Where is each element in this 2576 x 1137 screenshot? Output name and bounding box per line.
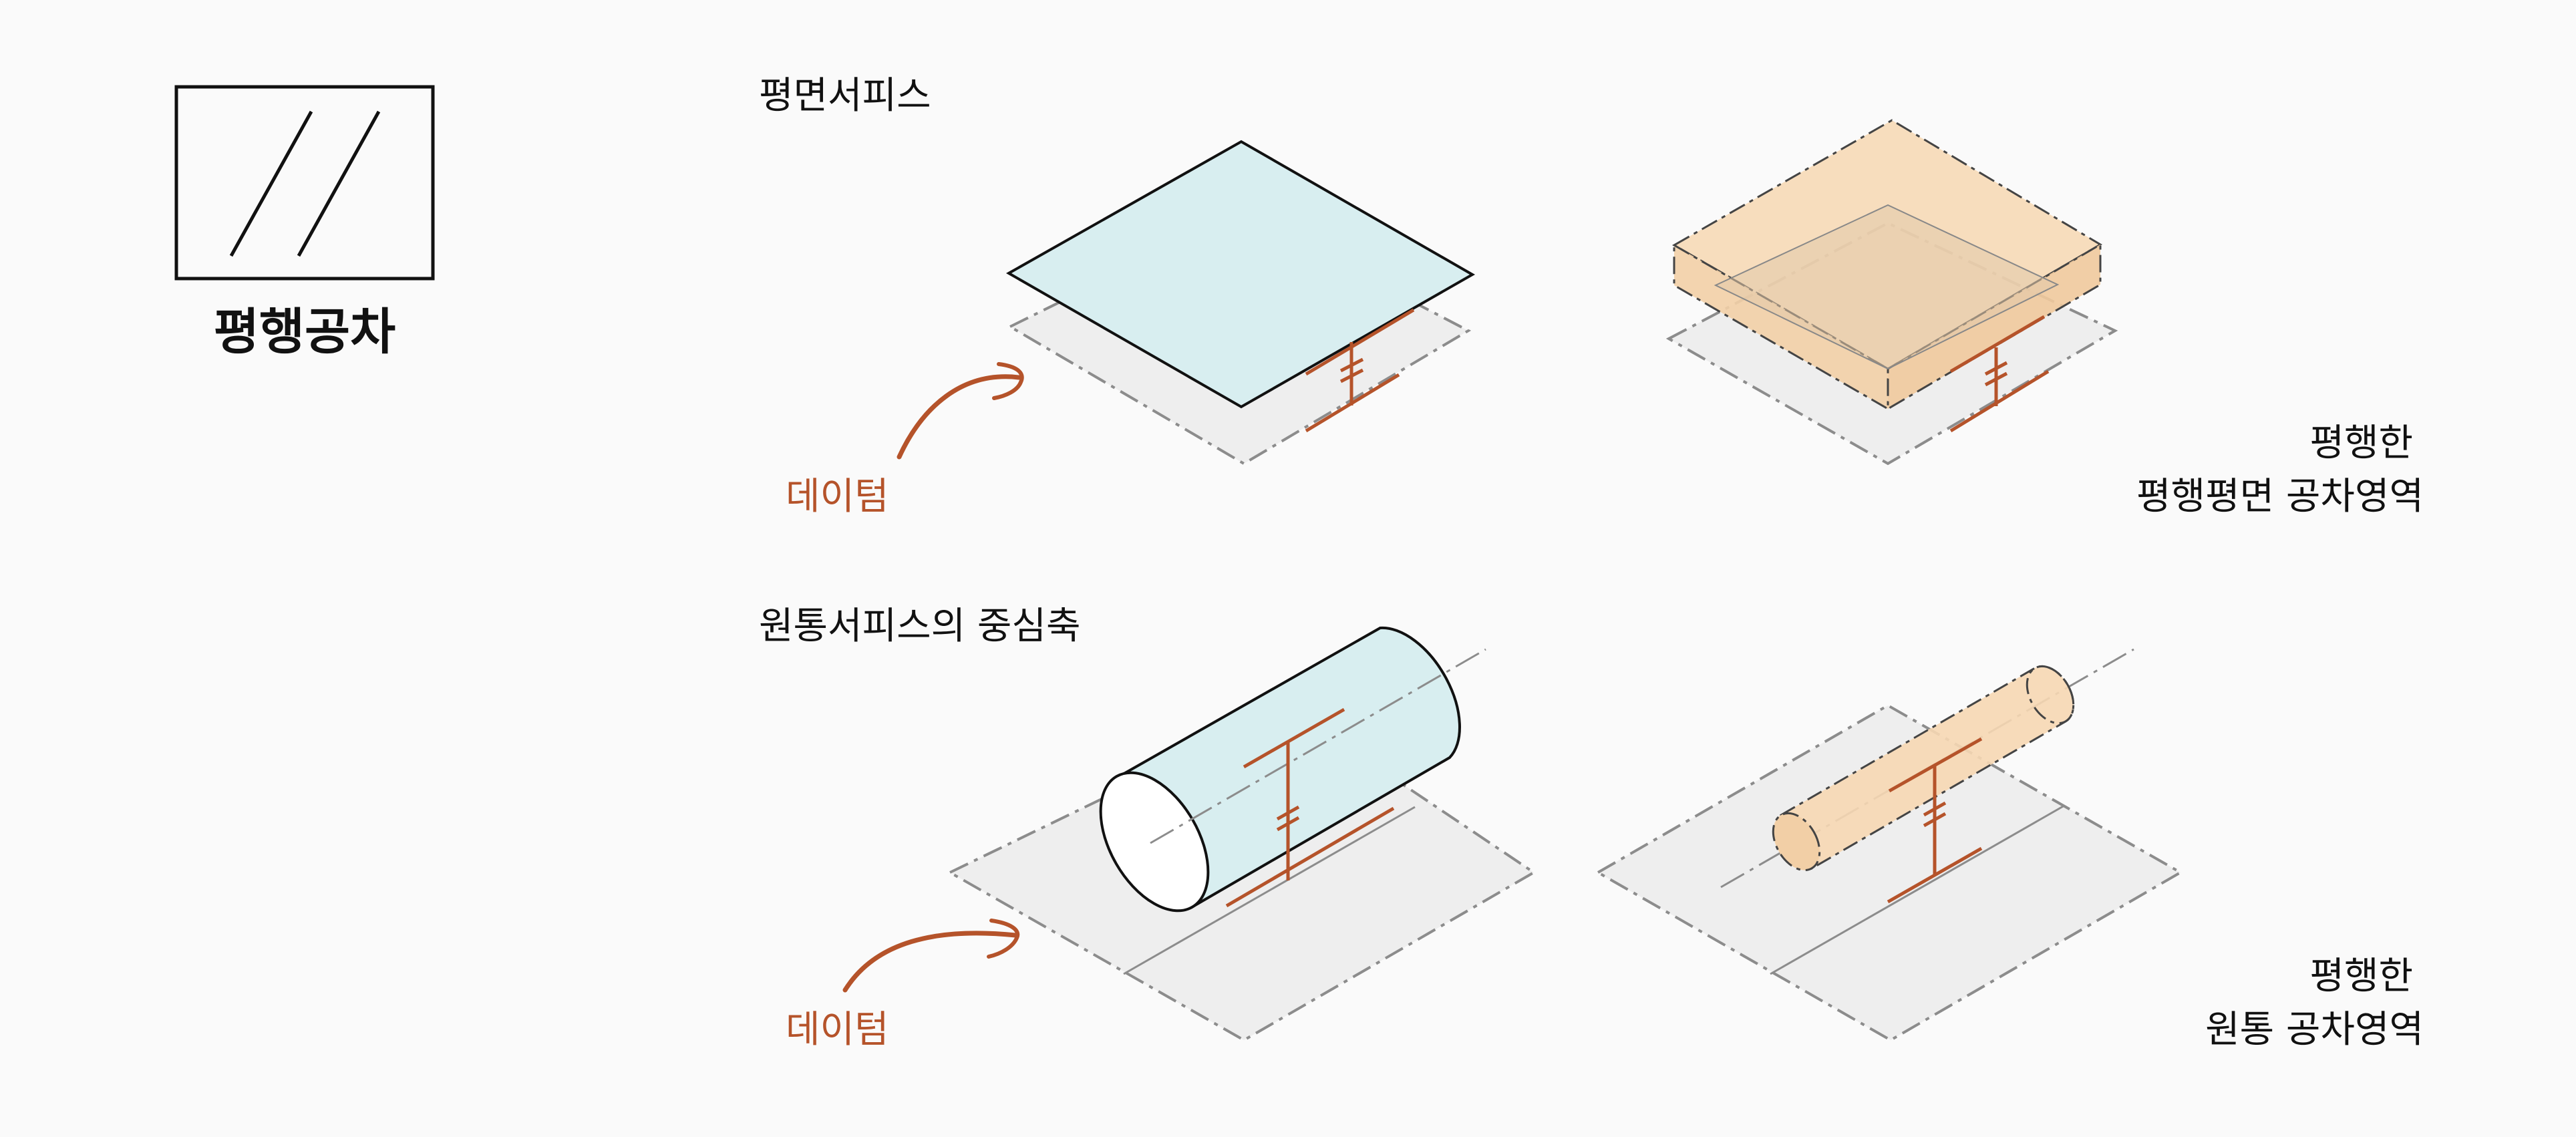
zone-distance-marker [1949, 315, 2050, 433]
cylinder-zone-distance-marker [1887, 737, 1983, 904]
datum-arrow-2 [842, 931, 1018, 993]
zone-datum-plane-line [1770, 804, 2065, 975]
section-2-title: 원통서피스의 중심축 [759, 605, 1080, 648]
flat-surface [1005, 140, 1476, 409]
parallel-plane-tolerance-zone [1671, 119, 2102, 411]
zone-label-line2: 평행평면 공차영역 [2136, 475, 2424, 518]
parallel-distance-marker [1305, 308, 1415, 433]
zone-label-line1: 평행한 [2309, 422, 2413, 465]
datum-label: 데이텀 [786, 475, 889, 518]
datum-plane-line [1123, 806, 1416, 975]
cylinder-zone-label-line1: 평행한 [2309, 955, 2413, 998]
cylinder-axis [1150, 648, 1486, 844]
datum-arrowhead [992, 362, 1024, 400]
cylinder-zone-datum-plane [1595, 703, 2184, 1042]
symbol-name: 평행공차 [214, 303, 395, 361]
section-1-title: 평면서피스 [759, 74, 931, 118]
datum-arrow [897, 374, 1021, 460]
parallelism-symbol-icon [174, 85, 435, 281]
datum-label-2: 데이텀 [786, 1008, 889, 1051]
datum-arrowhead-2 [987, 919, 1020, 959]
cylinder-zone-label-line2: 원통 공차영역 [2205, 1008, 2424, 1051]
cylinder-distance-marker [1225, 707, 1395, 908]
cylinder-tolerance-zone [1772, 665, 2075, 872]
